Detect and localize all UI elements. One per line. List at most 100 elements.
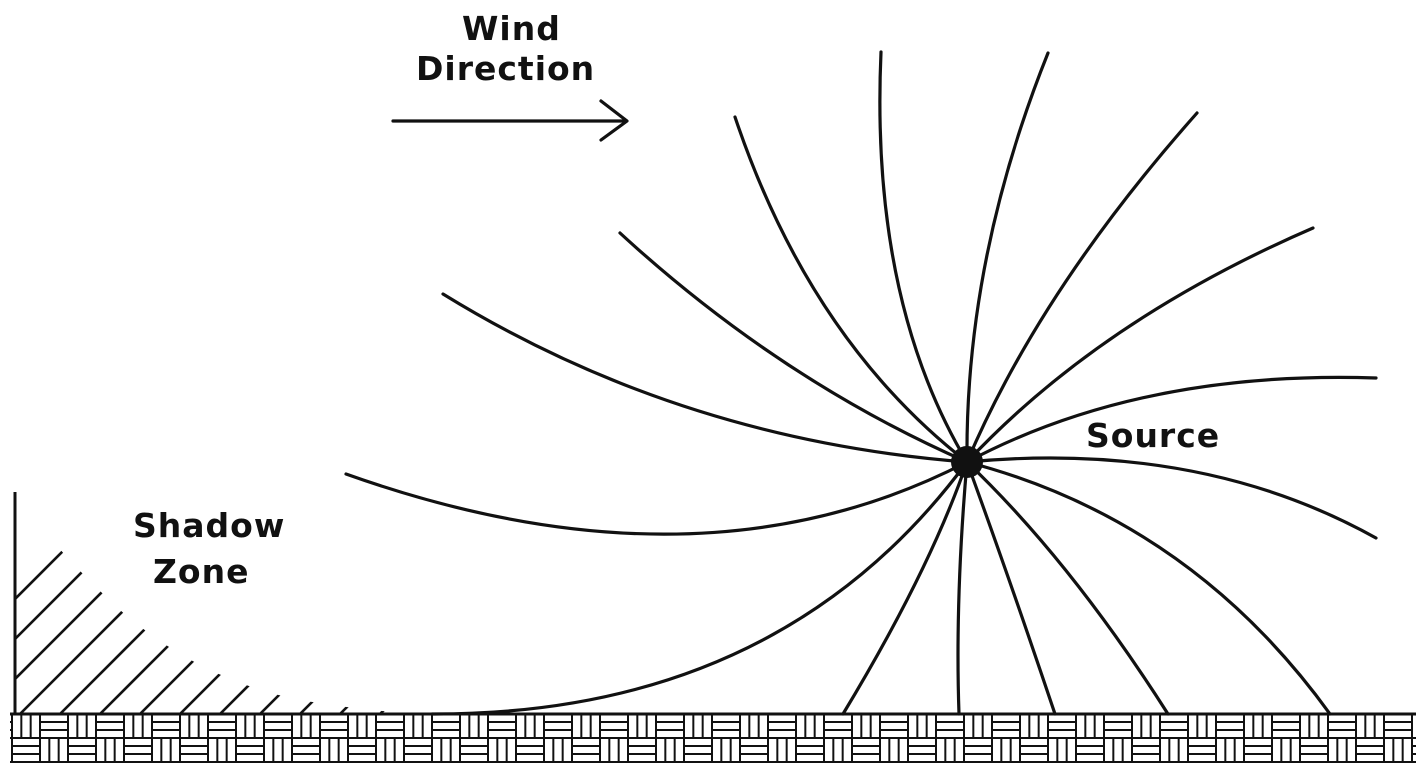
ground-brick xyxy=(1104,714,1132,738)
ground-brick xyxy=(432,714,460,738)
sound-ray xyxy=(958,462,967,714)
ground-brick xyxy=(208,714,236,738)
hatch-line xyxy=(340,484,570,714)
ground-brick xyxy=(908,714,936,738)
ground-brick xyxy=(1216,738,1244,762)
ground-brick xyxy=(12,738,40,762)
ground-brick xyxy=(96,738,124,762)
ground-brick xyxy=(1020,714,1048,738)
ground-brick xyxy=(768,714,796,738)
ground-brick xyxy=(712,738,740,762)
shadow-zone xyxy=(0,484,730,714)
source-label: Source xyxy=(1086,416,1220,455)
ground-brick xyxy=(376,738,404,762)
sound-ray xyxy=(443,294,967,462)
ground-brick xyxy=(68,738,96,762)
ground-brick xyxy=(740,714,768,738)
shadow-zone-label-line2: Zone xyxy=(153,552,249,591)
ground-brick xyxy=(376,714,404,738)
ground-brick xyxy=(1328,738,1356,762)
ground-brick xyxy=(600,738,628,762)
ground-brick xyxy=(600,714,628,738)
ground-brick xyxy=(880,714,908,738)
ground-brick xyxy=(1384,714,1412,738)
shadow-zone-label-line1: Shadow xyxy=(133,506,285,545)
ground-brick xyxy=(12,714,40,738)
ground-brick xyxy=(264,714,292,738)
ground-brick xyxy=(712,714,740,738)
ground-brick xyxy=(1132,714,1160,738)
ground-brick xyxy=(152,714,180,738)
ground-brick xyxy=(264,738,292,762)
ground-brick xyxy=(68,714,96,738)
wind-label-line1: Wind xyxy=(462,9,561,48)
ground-brick xyxy=(544,714,572,738)
ground-brick xyxy=(964,738,992,762)
ground-brick xyxy=(908,738,936,762)
ground-brick xyxy=(404,738,432,762)
ground-brick xyxy=(320,714,348,738)
ground-brick xyxy=(124,714,152,738)
ground-brick xyxy=(1076,714,1104,738)
source-dot-icon xyxy=(951,446,983,478)
sound-rays xyxy=(346,52,1376,714)
ground-brick xyxy=(880,738,908,762)
hatch-line xyxy=(300,484,530,714)
sound-ray xyxy=(346,462,967,534)
ground-brick xyxy=(152,738,180,762)
sound-ray xyxy=(967,462,1055,714)
hatch-line xyxy=(460,484,690,714)
ground-brick xyxy=(1356,714,1384,738)
ground-brick xyxy=(1412,738,1416,762)
ground-brick xyxy=(236,714,264,738)
ground-brick xyxy=(40,738,68,762)
ground-brick xyxy=(0,714,12,738)
sound-ray xyxy=(967,462,1168,714)
wind-arrow-icon xyxy=(393,101,627,140)
ground-brick xyxy=(572,714,600,738)
ground-brick xyxy=(1188,738,1216,762)
ground-brick xyxy=(1412,714,1416,738)
ground-brick xyxy=(40,714,68,738)
ground-brick xyxy=(1300,738,1328,762)
hatch-line xyxy=(420,484,650,714)
ground-brick xyxy=(180,738,208,762)
ground-brick xyxy=(796,714,824,738)
ground-brick xyxy=(348,738,376,762)
ground-brick xyxy=(1188,714,1216,738)
ground-brick xyxy=(292,714,320,738)
ground-brick xyxy=(348,714,376,738)
ground-brick xyxy=(768,738,796,762)
ground-brick xyxy=(1244,714,1272,738)
sound-ray xyxy=(432,462,967,714)
ground-brick xyxy=(460,714,488,738)
ground-brick xyxy=(1356,738,1384,762)
ground-brick-pattern xyxy=(0,714,1416,762)
sound-ray xyxy=(735,117,967,462)
ground-brick xyxy=(516,738,544,762)
ground-brick xyxy=(852,738,880,762)
ground-brick xyxy=(432,738,460,762)
ground-brick xyxy=(796,738,824,762)
shadow-zone-hatching xyxy=(0,484,730,714)
ground-brick xyxy=(404,714,432,738)
ground-brick xyxy=(824,738,852,762)
ground-brick xyxy=(684,738,712,762)
sound-ray xyxy=(880,52,967,462)
ground-brick xyxy=(1244,738,1272,762)
ground-brick xyxy=(852,714,880,738)
ground-brick xyxy=(1384,738,1412,762)
ground-brick xyxy=(992,738,1020,762)
ground-brick xyxy=(1076,738,1104,762)
ground-brick xyxy=(1160,714,1188,738)
hatch-line xyxy=(260,484,490,714)
ground-brick xyxy=(236,738,264,762)
ground-brick xyxy=(488,714,516,738)
wind-label-line2: Direction xyxy=(416,49,595,88)
hatch-line xyxy=(500,484,730,714)
ground-brick xyxy=(320,738,348,762)
ground-brick xyxy=(124,738,152,762)
ground-brick xyxy=(1104,738,1132,762)
ground-brick xyxy=(656,738,684,762)
